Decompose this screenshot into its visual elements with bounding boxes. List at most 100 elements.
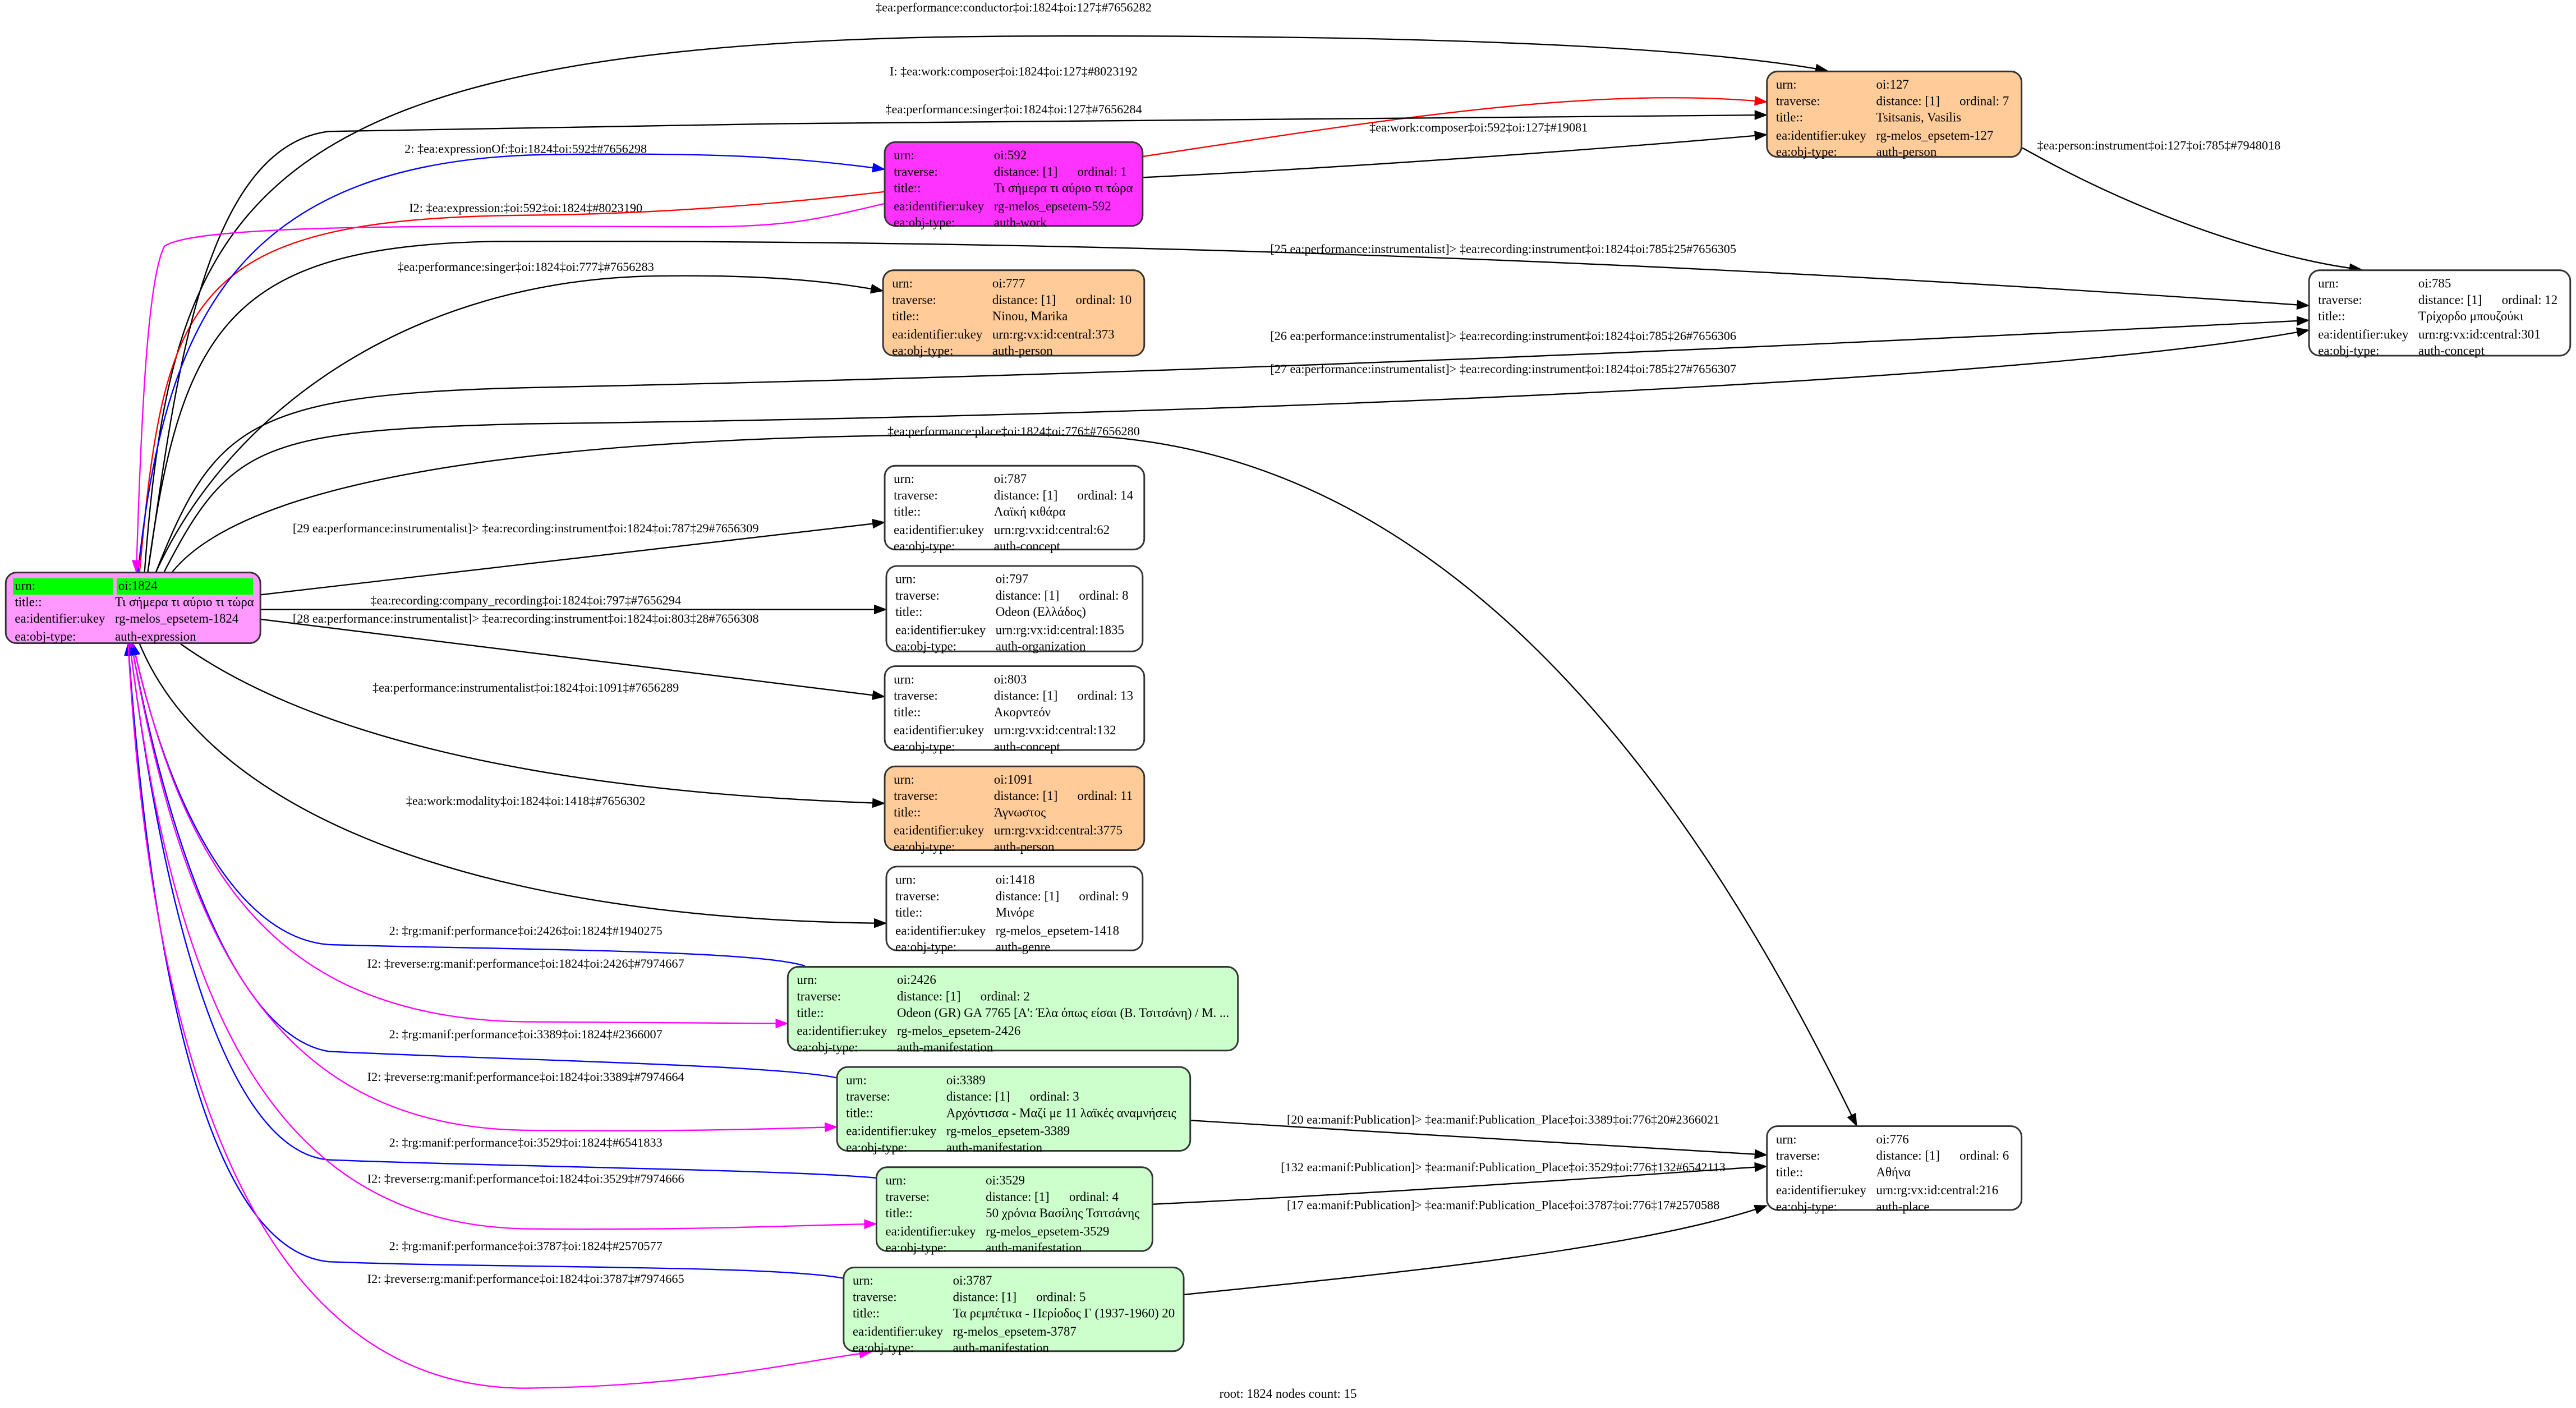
node-row-traverse: traverse:distance: [1]ordinal: 10: [890, 293, 1137, 310]
node-traverse-value: distance: [1]ordinal: 2: [895, 990, 1030, 1006]
node-field-label: title::: [894, 806, 921, 821]
edge-line: [1143, 131, 1768, 178]
node-traverse-value: distance: [1] ordinal: 5: [951, 1290, 1086, 1307]
edge-label: I2: ‡reverse:rg:manif:performance‡oi:182…: [367, 956, 684, 970]
node-traverse-value: distance: [1]ordinal: 7: [1875, 94, 2009, 111]
node-row-objtype: ea:obj-type:auth-manifestation: [795, 1039, 1230, 1056]
node-field-label: ea:identifier:ukey: [846, 1123, 937, 1138]
node-field-value: Λαϊκή κιθάρα: [993, 505, 1066, 520]
node-field-label: traverse:: [1775, 94, 1820, 109]
node-field-value: Τι σήμερα τι αύριο τι τώρα: [115, 595, 254, 610]
node-field-label: urn:: [1775, 1131, 1797, 1147]
edge-label: 2: ‡ea:expressionOf:‡oi:1824‡oi:592‡#765…: [404, 141, 647, 155]
node-ordinal: ordinal: 14: [1077, 488, 1134, 503]
edge-line: [131, 643, 838, 1133]
edge-line: [1191, 1120, 1768, 1159]
node-row-traverse: traverse:distance: [1]ordinal: 1: [892, 164, 1135, 181]
edge-line: [144, 35, 1829, 572]
graph-edge: [17 ea:manif:Publication]> ‡ea:manif:Pub…: [1184, 1198, 1768, 1295]
node-field-value: Αθήνα: [1876, 1165, 1911, 1180]
node-field-value: oi:776: [1876, 1131, 1909, 1147]
node-row-objtype: ea:obj-type:auth-manifestation: [884, 1240, 1146, 1257]
node-field-label: traverse:: [894, 688, 938, 704]
node-row-objtype: ea:obj-type:auth-person: [892, 839, 1137, 856]
node-row-urn: urn:oi:797: [894, 572, 1135, 588]
edge-label: [132 ea:manif:Publication]> ‡ea:manif:Pu…: [1281, 1160, 1726, 1174]
edge-line: [1184, 1204, 1768, 1295]
node-row-objtype: ea:obj-type:auth-concept: [2316, 343, 2563, 360]
node-row-title: title::Μινόρε: [894, 906, 1135, 923]
graph-edge: ‡ea:performance:singer‡oi:1824‡oi:777‡#7…: [155, 260, 884, 572]
node-row-traverse: traverse:distance: [1]ordinal: 13: [892, 689, 1137, 706]
node-row-urn: urn:oi:3529: [884, 1173, 1146, 1190]
edge-line: [180, 643, 886, 808]
node-field-label: traverse:: [894, 488, 938, 503]
node-distance: distance: [1]: [2418, 292, 2482, 308]
graph-node-oi-776[interactable]: urn: oi:776 traverse:distance: [1]ordinal:…: [1766, 1125, 2023, 1214]
node-field-label: ea:obj-type:: [894, 215, 955, 230]
node-field-value: Tsitsanis, Vasilis: [1876, 111, 1961, 126]
node-field-value: rg-melos_epsetem-127: [1876, 127, 1994, 142]
node-ordinal: ordinal: 3: [1029, 1089, 1079, 1105]
node-traverse-value: distance: [1]ordinal: 8: [994, 588, 1129, 605]
node-row-title: title::50 χρόνια Βασίλης Τσιτσάνης: [884, 1207, 1146, 1223]
node-field-label: title::: [1775, 111, 1804, 126]
graph-edge: 2: ‡ea:expressionOf:‡oi:1824‡oi:592‡#765…: [137, 141, 886, 572]
node-traverse-value: distance: [1]ordinal: 10: [991, 293, 1131, 310]
node-field-label: urn:: [885, 1173, 907, 1188]
graph-edge: [27 ea:performance:instrumentalist]> ‡ea…: [163, 327, 2310, 572]
node-row-traverse: traverse:distance: [1]ordinal: 11: [892, 789, 1137, 806]
node-field-label: ea:identifier:ukey: [894, 722, 985, 737]
node-ordinal: ordinal: 5: [1036, 1290, 1086, 1305]
node-field-value: auth-person: [1876, 144, 1937, 159]
node-field-value: auth-person: [992, 343, 1053, 358]
edge-line: [2022, 147, 2363, 273]
edge-label: I2: ‡ea:expression:‡oi:592‡oi:1824‡#8023…: [409, 201, 642, 215]
edge-line: [155, 316, 2310, 572]
node-distance: distance: [1]: [897, 989, 961, 1004]
edge-line: [139, 643, 887, 928]
graph-edge: ‡ea:performance:conductor‡oi:1824‡oi:127…: [144, 1, 1829, 572]
node-field-label: ea:obj-type:: [895, 638, 957, 654]
node-row-objtype: ea:obj-type:auth-concept: [892, 539, 1137, 555]
node-field-label: traverse:: [797, 989, 841, 1004]
node-row-traverse: traverse:distance: [1]ordinal: 6: [1774, 1149, 2014, 1166]
node-traverse-value: distance: [1]ordinal: 14: [992, 488, 1133, 505]
node-field-value: urn:rg:vx:id:central:216: [1876, 1182, 1999, 1197]
graph-edge: I2: ‡ea:expression:‡oi:592‡oi:1824‡#8023…: [131, 201, 884, 574]
node-field-label: title::: [852, 1306, 880, 1322]
node-field-label: traverse:: [895, 588, 940, 604]
edge-label: ‡ea:performance:singer‡oi:1824‡oi:127‡#7…: [885, 102, 1142, 116]
node-field-value: urn:rg:vx:id:central:1835: [995, 622, 1124, 637]
node-field-label: title::: [894, 505, 921, 520]
node-distance: distance: [1]: [953, 1290, 1017, 1305]
node-row-urn: urn:oi:785: [2316, 276, 2563, 293]
graph-edge: [132 ea:manif:Publication]> ‡ea:manif:Pu…: [1153, 1160, 1768, 1205]
node-row-objtype: ea:obj-type:auth-organization: [894, 639, 1135, 656]
node-field-value: oi:3787: [953, 1273, 992, 1289]
node-distance: distance: [1]: [1876, 1148, 1940, 1164]
graph-edge: [29 ea:performance:instrumentalist]> ‡ea…: [261, 518, 886, 596]
node-field-value: urn:rg:vx:id:central:62: [993, 522, 1110, 537]
node-field-value: Άγνωστος: [993, 806, 1046, 821]
node-distance: distance: [1]: [992, 292, 1056, 308]
node-ordinal: ordinal: 13: [1077, 688, 1134, 704]
node-row-traverse: traverse: distance: [1]ordinal: 8: [894, 588, 1135, 605]
